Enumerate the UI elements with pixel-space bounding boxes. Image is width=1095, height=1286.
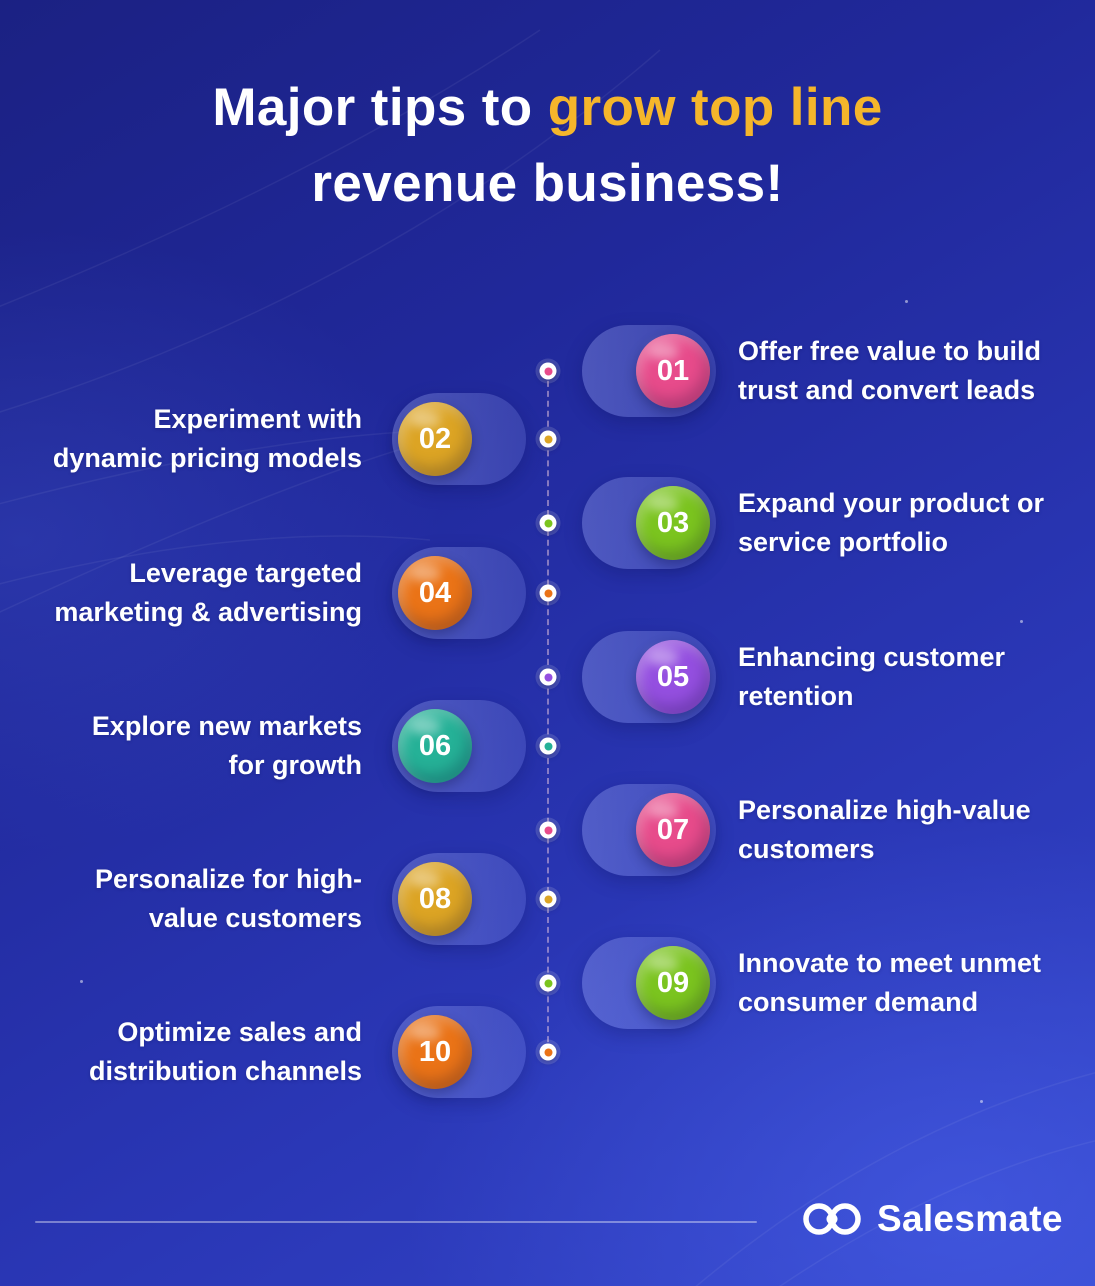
footer-divider xyxy=(35,1221,757,1223)
star-speck xyxy=(905,300,908,303)
item-number-badge: 06 xyxy=(398,709,472,783)
title-line-1: Major tips to grow top line xyxy=(0,70,1095,146)
item-text-line: trust and convert leads xyxy=(738,375,1036,405)
item-number-badge: 03 xyxy=(636,486,710,560)
item-number-badge: 04 xyxy=(398,556,472,630)
item-text-line: value customers xyxy=(148,903,362,933)
star-speck xyxy=(1020,620,1023,623)
item-text-line: Optimize sales and xyxy=(117,1017,362,1047)
timeline-dot xyxy=(539,668,557,686)
item-text: Offer free value to build trust and conv… xyxy=(738,332,1041,410)
timeline-dot xyxy=(539,821,557,839)
item-text: Leverage targeted marketing & advertisin… xyxy=(54,554,362,632)
title-highlight: grow top line xyxy=(547,78,883,137)
item-text-line: Enhancing customer xyxy=(738,642,1006,672)
star-speck xyxy=(80,980,83,983)
item-text-line: Offer free value to build xyxy=(738,336,1042,366)
item-number-badge: 09 xyxy=(636,946,710,1020)
item-text-line: distribution channels xyxy=(88,1056,362,1086)
brand-name: Salesmate xyxy=(877,1198,1063,1239)
item-halo: 07 xyxy=(582,784,716,876)
item-text-line: Experiment with xyxy=(153,404,362,434)
timeline-dot xyxy=(539,1043,557,1061)
timeline-dot xyxy=(539,362,557,380)
timeline-dot-core xyxy=(544,742,552,750)
item-text-line: Personalize for high- xyxy=(94,864,362,894)
item-number: 08 xyxy=(418,882,452,915)
item-text-line: Explore new markets xyxy=(91,711,362,741)
item-text: Experiment with dynamic pricing models xyxy=(53,400,362,478)
salesmate-logo-icon xyxy=(803,1203,861,1235)
item-text-line: Innovate to meet unmet xyxy=(738,948,1042,978)
item-text-line: retention xyxy=(738,681,854,711)
item-number: 01 xyxy=(656,354,690,387)
item-number-badge: 01 xyxy=(636,334,710,408)
item-number-badge: 10 xyxy=(398,1015,472,1089)
item-halo: 06 xyxy=(392,700,526,792)
item-text-line: Personalize high-value xyxy=(738,795,1031,825)
item-text-line: customers xyxy=(738,834,875,864)
timeline-dot xyxy=(539,974,557,992)
timeline-dot xyxy=(539,737,557,755)
timeline-dot xyxy=(539,890,557,908)
item-number-badge: 05 xyxy=(636,640,710,714)
timeline-dot xyxy=(539,430,557,448)
item-text: Innovate to meet unmet consumer demand xyxy=(738,944,1041,1022)
item-number-badge: 07 xyxy=(636,793,710,867)
item-text-line: marketing & advertising xyxy=(54,597,362,627)
item-halo: 08 xyxy=(392,853,526,945)
item-number: 09 xyxy=(656,966,690,999)
item-number: 02 xyxy=(418,422,452,455)
timeline-dot-core xyxy=(544,519,552,527)
timeline-dot-core xyxy=(544,826,552,834)
timeline-dot-core xyxy=(544,435,552,443)
timeline-dot-core xyxy=(544,589,552,597)
item-text: Optimize sales and distribution channels xyxy=(89,1013,362,1091)
page-title: Major tips to grow top line revenue busi… xyxy=(0,70,1095,222)
star-speck xyxy=(980,1100,983,1103)
item-text: Personalize high-value customers xyxy=(738,791,1031,869)
item-halo: 03 xyxy=(582,477,716,569)
timeline-dot-core xyxy=(544,979,552,987)
timeline-dot-core xyxy=(544,367,552,375)
item-text: Expand your product or service portfolio xyxy=(738,484,1044,562)
item-halo: 01 xyxy=(582,325,716,417)
item-number: 04 xyxy=(418,576,452,609)
item-number-badge: 08 xyxy=(398,862,472,936)
item-text: Explore new markets for growth xyxy=(92,707,362,785)
item-halo: 05 xyxy=(582,631,716,723)
item-number: 06 xyxy=(418,729,452,762)
item-number: 10 xyxy=(418,1035,452,1068)
timeline-dot xyxy=(539,514,557,532)
item-text: Personalize for high- value customers xyxy=(95,860,362,938)
item-text-line: service portfolio xyxy=(738,527,949,557)
item-halo: 04 xyxy=(392,547,526,639)
item-text: Enhancing customer retention xyxy=(738,638,1005,716)
item-halo: 09 xyxy=(582,937,716,1029)
item-number: 05 xyxy=(656,660,690,693)
timeline-line xyxy=(547,371,549,1052)
item-text-line: Leverage targeted xyxy=(129,558,362,588)
item-halo: 02 xyxy=(392,393,526,485)
timeline-dot-core xyxy=(544,673,552,681)
timeline-dot xyxy=(539,584,557,602)
item-halo: 10 xyxy=(392,1006,526,1098)
item-number: 07 xyxy=(656,813,690,846)
item-number: 03 xyxy=(656,506,690,539)
item-number-badge: 02 xyxy=(398,402,472,476)
timeline-dot-core xyxy=(544,1048,552,1056)
title-text-pre: Major tips to xyxy=(212,78,548,137)
title-line-2: revenue business! xyxy=(311,154,784,213)
item-text-line: dynamic pricing models xyxy=(52,443,362,473)
item-text-line: for growth xyxy=(228,750,362,780)
timeline-dot-core xyxy=(544,895,552,903)
item-text-line: Expand your product or xyxy=(738,488,1045,518)
item-text-line: consumer demand xyxy=(738,987,979,1017)
brand-lockup: Salesmate xyxy=(800,1198,1063,1240)
